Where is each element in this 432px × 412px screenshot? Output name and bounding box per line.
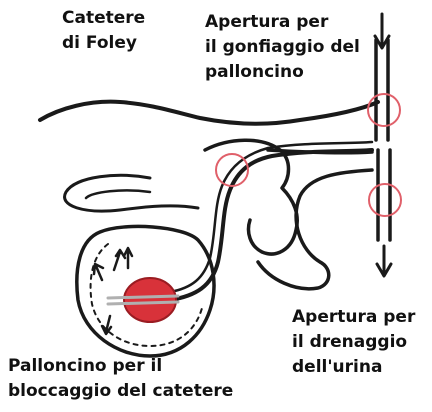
label-line: di Foley <box>62 31 145 56</box>
rectum-outline <box>65 175 198 211</box>
balloon <box>124 278 176 322</box>
label-drainage-port: Apertura per il drenaggio dell'urina <box>292 305 415 380</box>
label-line: palloncino <box>205 60 360 85</box>
rectum-inner <box>86 190 150 198</box>
catheter-tube-inner <box>170 142 372 292</box>
label-balloon: Palloncino per il bloccaggio del cateter… <box>8 354 233 404</box>
arrow-down-icon <box>377 246 391 276</box>
label-line: dell'urina <box>292 355 415 380</box>
label-line: il drenaggio <box>292 330 415 355</box>
highlight-circle-inflation <box>368 94 400 126</box>
body-outline-upper <box>40 102 378 124</box>
label-line: bloccaggio del catetere <box>8 379 233 404</box>
label-line: il gonfiaggio del <box>205 35 360 60</box>
label-line: Catetere <box>62 6 145 31</box>
label-inflation-port: Apertura per il gonfiaggio del palloncin… <box>205 10 360 85</box>
label-line: Apertura per <box>205 10 360 35</box>
label-foley-catheter: Catetere di Foley <box>62 6 145 56</box>
penis-outline <box>258 150 372 289</box>
label-line: Palloncino per il <box>8 354 233 379</box>
label-line: Apertura per <box>292 305 415 330</box>
highlight-circle-drainage <box>369 184 401 216</box>
